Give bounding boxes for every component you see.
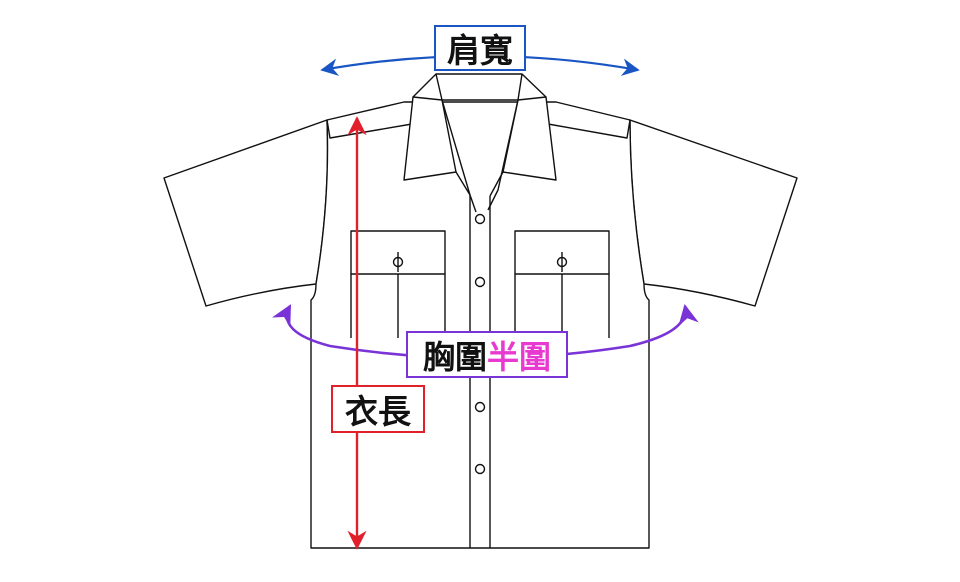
chest-text: 胸圍 [422, 337, 487, 376]
left-sleeve [163, 119, 329, 307]
shirt-outline [163, 73, 798, 549]
chest-label: 胸圍半圍 [406, 331, 568, 378]
shoulder-width-text: 肩寬 [447, 31, 513, 70]
collar-band [412, 73, 547, 98]
half-chest-text: 半圍 [487, 337, 552, 376]
left-yoke [326, 119, 413, 139]
button [474, 276, 486, 288]
collar-inner [435, 73, 523, 101]
right-sleeve [629, 119, 798, 307]
button [474, 401, 486, 413]
length-text: 衣長 [345, 392, 411, 431]
length-label: 衣長 [331, 385, 425, 433]
shirt-body [310, 101, 650, 549]
shoulder-width-label: 肩寬 [434, 25, 526, 71]
right-yoke [547, 119, 631, 139]
lapel-right [487, 99, 519, 211]
button [474, 213, 486, 225]
neck-opening [455, 171, 504, 197]
button [474, 463, 486, 475]
